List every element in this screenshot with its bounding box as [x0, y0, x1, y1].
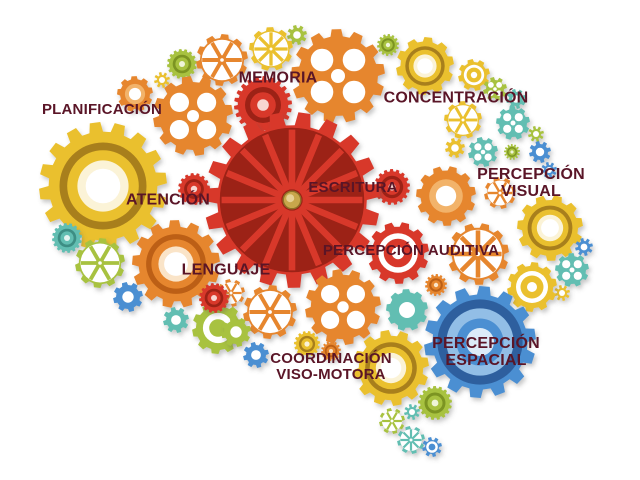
gear-orange-spokes6 — [484, 177, 516, 209]
gear-red-rings — [178, 173, 210, 205]
gear-lime-rings — [504, 144, 520, 160]
gear-blue-hole — [243, 342, 269, 368]
gear-teal-holes4 — [496, 106, 530, 140]
gear-lime-spokes6 — [379, 408, 405, 434]
gear-orange-rings — [425, 274, 447, 296]
gear-red-rings — [199, 283, 229, 313]
gear-blue-hole — [541, 162, 557, 178]
gear-teal-hole — [163, 307, 189, 333]
gear-yellow-rings — [294, 331, 320, 357]
gear-teal-holes4 — [555, 253, 589, 287]
gear-teal-hole — [386, 289, 428, 331]
gear-teal-rings — [52, 223, 82, 253]
gear-yellow-bullseye — [458, 59, 490, 91]
gear-lime-hole — [221, 317, 251, 347]
gear-red-hub16 — [204, 112, 380, 288]
gear-teal-hole — [404, 404, 420, 420]
gear-lime-holes4 — [483, 77, 507, 101]
gear-orange-spokes8 — [447, 223, 509, 285]
gear-orange-holes4 — [291, 29, 385, 123]
gear-yellow-hole — [554, 285, 570, 301]
gear-lime-rings — [418, 386, 452, 420]
gear-blue-bluerings — [424, 286, 536, 398]
gear-red-bullseye — [367, 222, 429, 284]
gear-teal-holes4 — [468, 137, 498, 167]
gear-orange-spokes6 — [196, 34, 248, 86]
gear-lime-spokes6 — [75, 238, 125, 288]
gear-orange-ring2 — [132, 220, 220, 308]
gear-orange-ring — [117, 76, 153, 112]
gear-red-rings — [374, 169, 410, 205]
gear-lime-rings — [167, 49, 197, 79]
gear-yellow-ring2 — [353, 330, 429, 406]
gear-blue-target — [422, 437, 442, 457]
gear-yellow-ring2 — [396, 37, 454, 95]
gear-orange-ring — [416, 166, 476, 226]
gear-blue-hole — [113, 282, 143, 312]
gear-teal-hole — [506, 89, 526, 109]
gear-blue-hole — [575, 238, 593, 256]
gear-yellow-ring2 — [39, 122, 167, 250]
gear-orange-spokes6 — [243, 285, 297, 339]
gear-yellow-ring2 — [517, 195, 583, 261]
gear-yellow-bullseye — [507, 262, 557, 312]
gear-lime-rings — [377, 34, 399, 56]
gear-orange-holes4 — [153, 76, 233, 156]
gear-yellow-hole — [154, 72, 170, 88]
gear-teal-spokes8 — [397, 426, 425, 454]
gear-lime-hole — [528, 126, 544, 142]
gear-orange-holes4 — [305, 269, 381, 345]
gear-yellow-spokes8 — [249, 27, 293, 71]
gear-lime-hole — [287, 25, 307, 45]
gear-yellow-spokes6 — [444, 101, 482, 139]
gear-orange-rings — [321, 341, 341, 361]
gear-yellow-hole — [445, 138, 465, 158]
gear-blue-hole — [529, 141, 551, 163]
